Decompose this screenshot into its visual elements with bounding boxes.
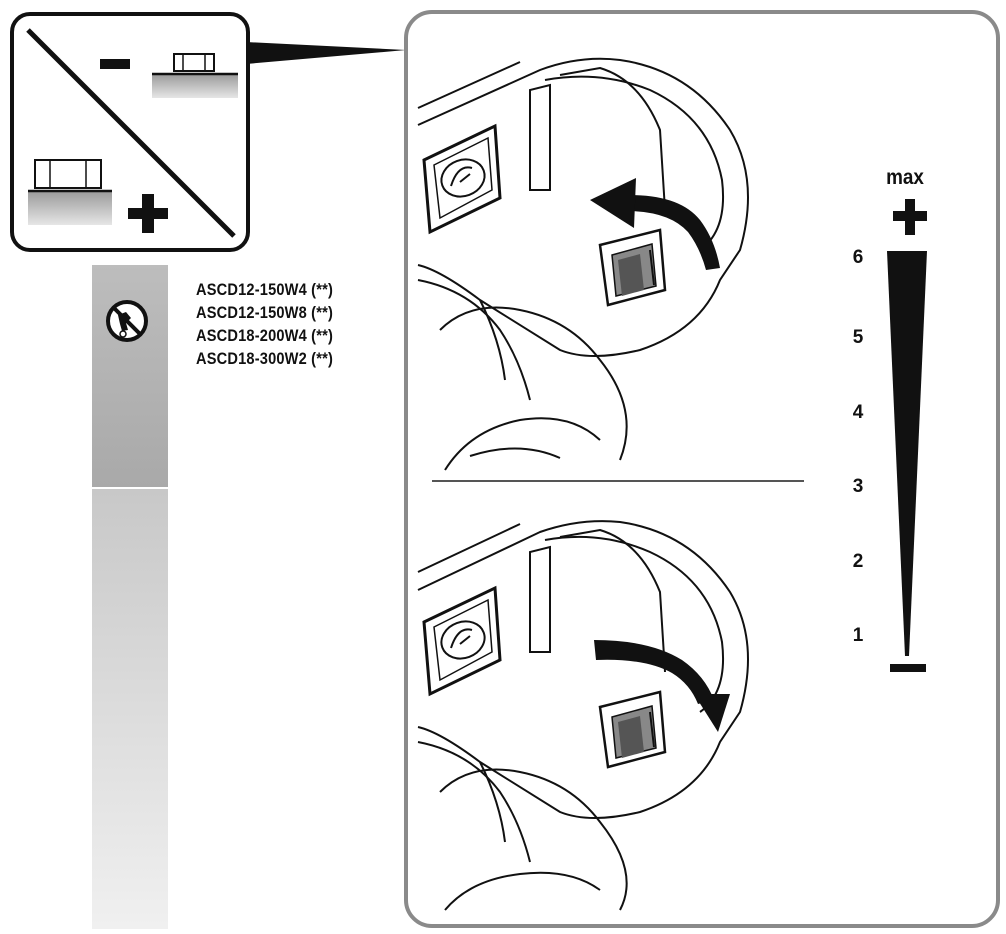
rotate-ccw-arrow-icon (590, 178, 720, 270)
small-nut-icon (152, 53, 238, 98)
scale-level-2: 2 (852, 551, 864, 572)
model-list: ASCD12-150W4 (**) ASCD12-150W8 (**) ASCD… (196, 278, 406, 370)
inset-pointer (246, 42, 406, 64)
scale-level-1: 1 (852, 625, 864, 646)
model-item: ASCD18-300W2 (**) (196, 349, 333, 368)
direction-switch-bottom (598, 690, 667, 769)
scale-minus-icon (890, 664, 926, 672)
model-item: ASCD12-150W8 (**) (196, 303, 333, 322)
fein-logo-icon (422, 585, 502, 697)
scale-level-3: 3 (852, 476, 864, 497)
torque-wedge-scale (887, 199, 927, 672)
rotate-cw-arrow-icon (594, 640, 730, 732)
drill-top (417, 57, 749, 471)
main-frame (404, 10, 1000, 928)
no-impact-wrench-icon (106, 300, 148, 342)
max-label: max (886, 166, 924, 189)
scale-level-6: 6 (852, 247, 864, 268)
large-nut-icon (28, 159, 112, 225)
scale-plus-icon (893, 199, 927, 235)
fein-logo-icon (422, 123, 502, 235)
model-item: ASCD18-200W4 (**) (196, 326, 333, 345)
drill-bottom (417, 520, 749, 911)
inset-diagonal (26, 28, 236, 238)
torque-inset-diagram (10, 12, 406, 252)
model-item: ASCD12-150W4 (**) (196, 280, 333, 299)
sidebar-strip-bottom (92, 489, 168, 929)
inset-plus-icon (128, 194, 168, 233)
torque-wedge (887, 251, 927, 656)
scale-level-4: 4 (852, 402, 864, 423)
inset-minus-icon (100, 59, 130, 69)
direction-switch-top (598, 228, 667, 307)
scale-level-5: 5 (852, 327, 864, 348)
